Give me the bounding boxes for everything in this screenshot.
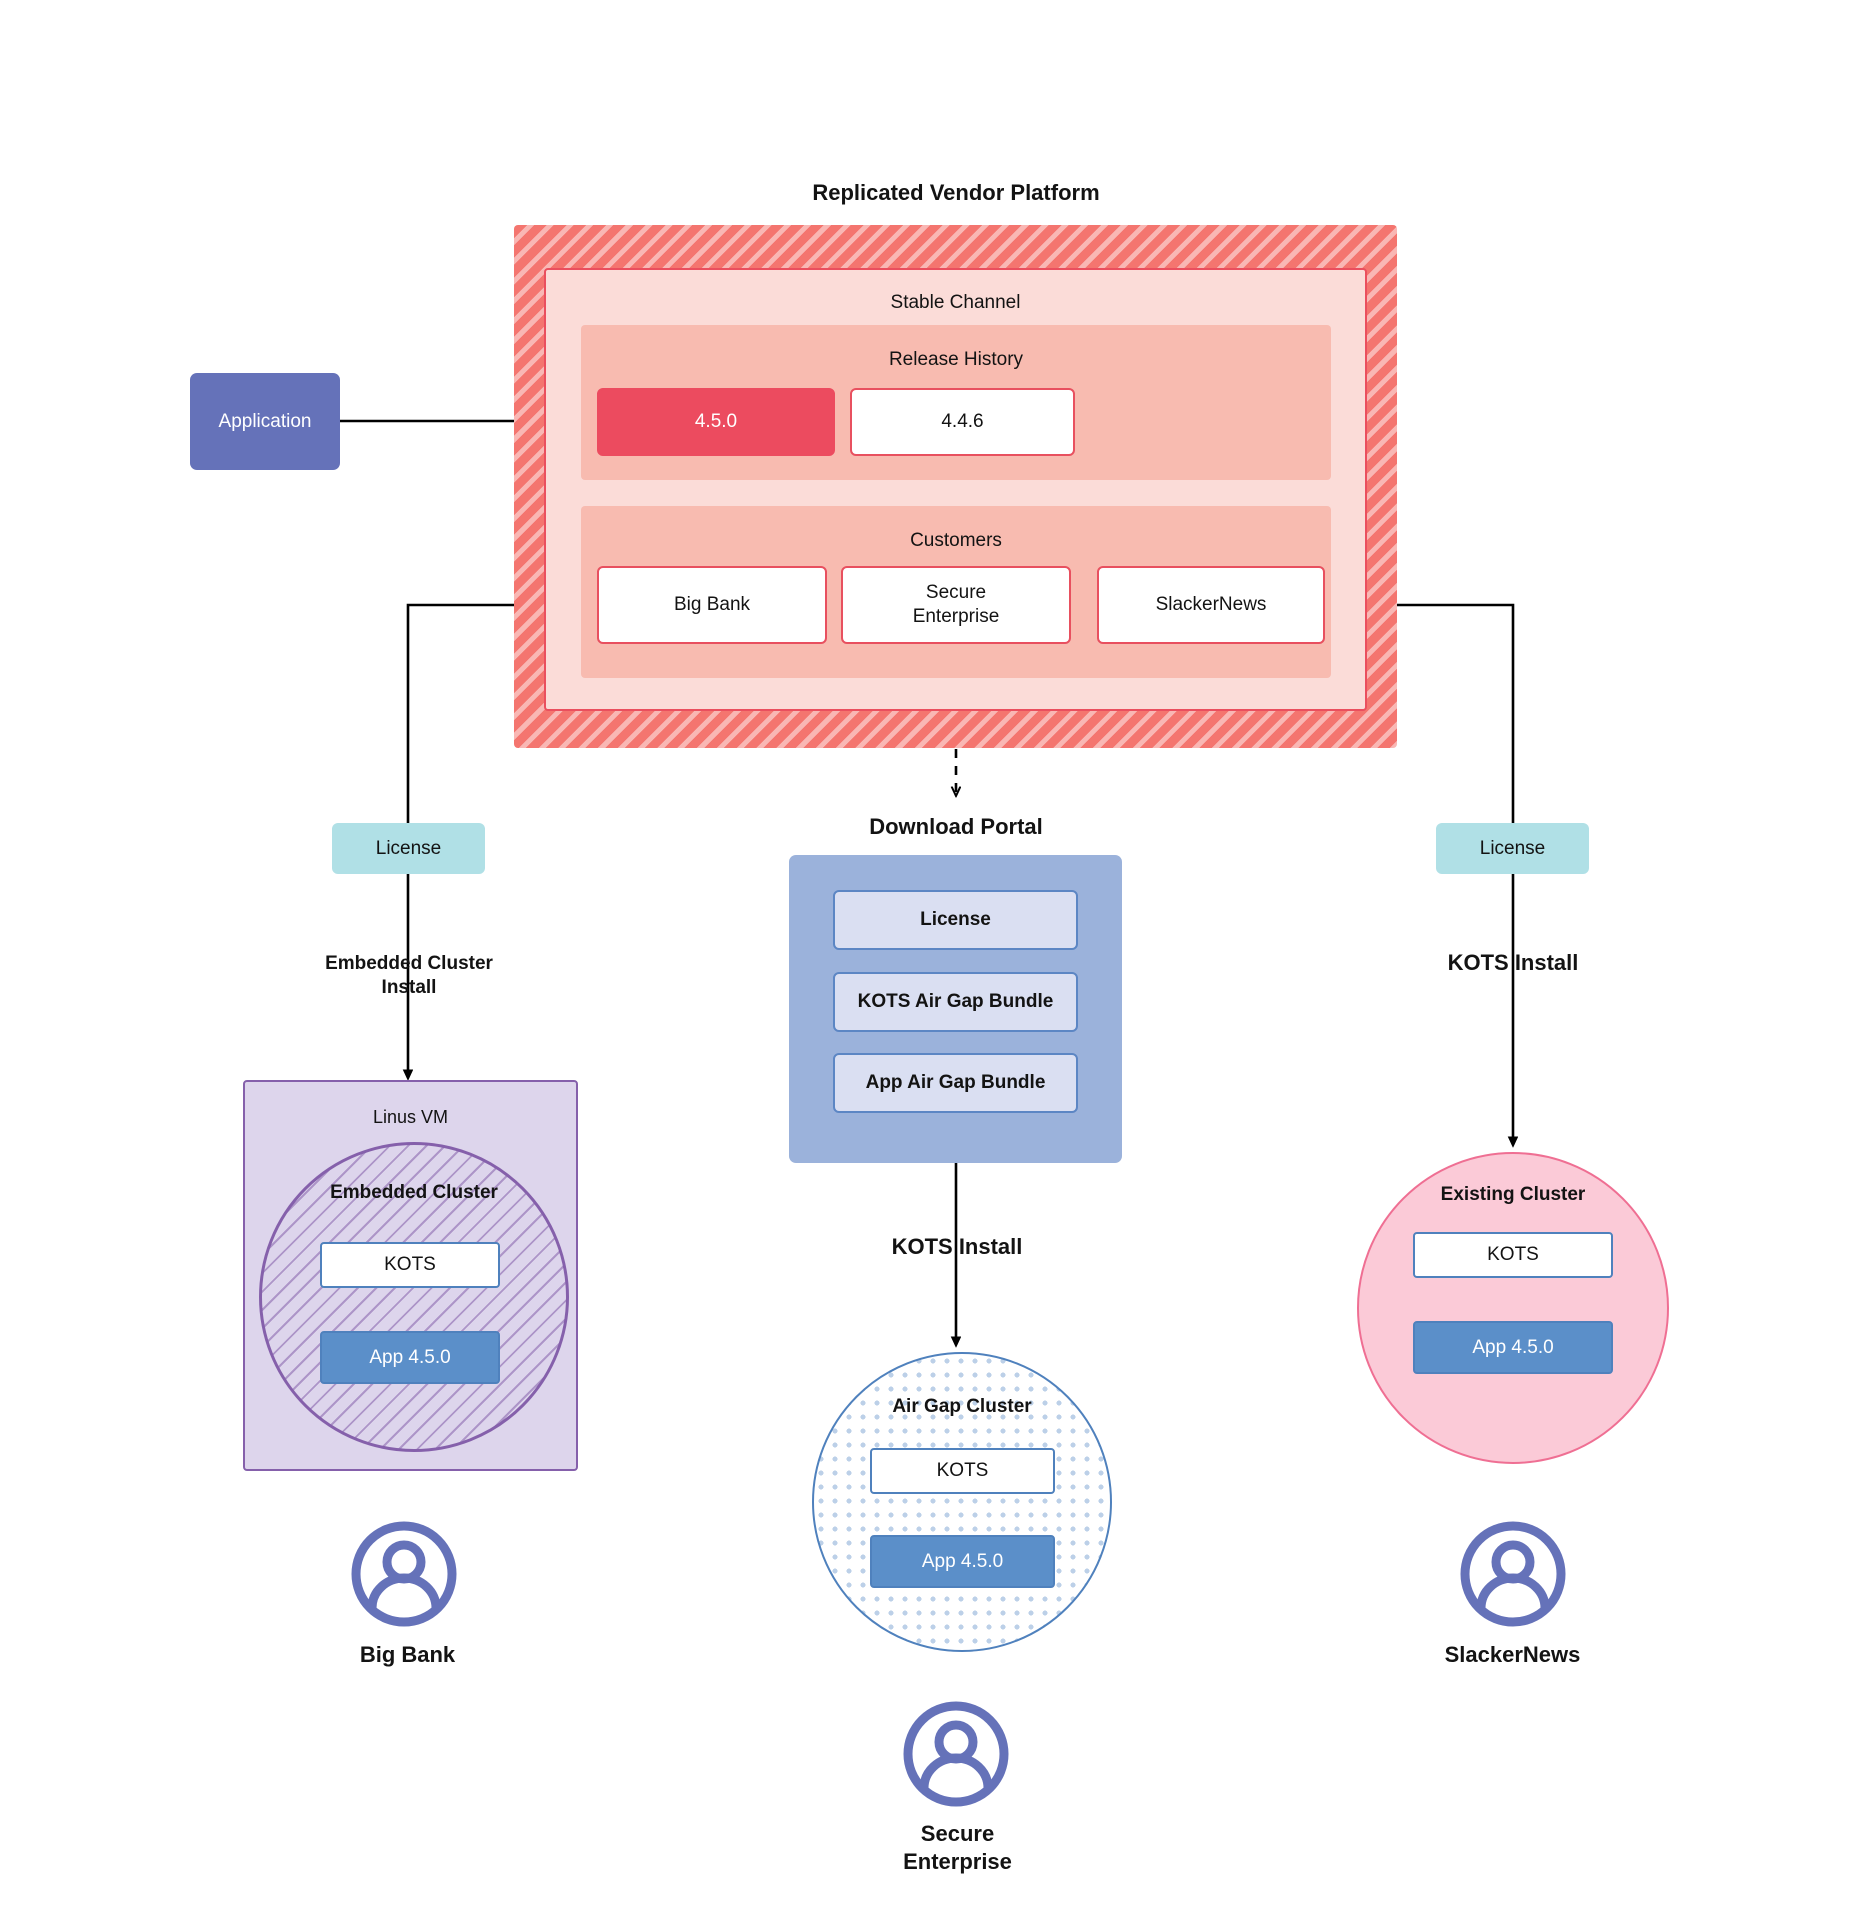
portal-item-app-air-gap-bundle[interactable]: App Air Gap Bundle — [833, 1053, 1078, 1113]
download-portal-title: Download Portal — [869, 814, 1043, 840]
kots-box-right[interactable]: KOTS — [1413, 1232, 1613, 1278]
release-item[interactable]: 4.4.6 — [850, 388, 1075, 456]
license-chip-left[interactable]: License — [332, 823, 485, 874]
embedded-cluster-circle — [259, 1142, 569, 1452]
portal-item-license[interactable]: License — [833, 890, 1078, 950]
stable-channel-label: Stable Channel — [890, 292, 1021, 314]
linux-vm-label: Linus VM — [372, 1106, 449, 1127]
app-box-left[interactable]: App 4.5.0 — [320, 1331, 500, 1384]
customer-card-slackernews[interactable]: SlackerNews — [1097, 566, 1325, 644]
customer-label-big-bank: Big Bank — [359, 1642, 456, 1668]
kots-install-label-right: KOTS Install — [1447, 950, 1579, 976]
user-avatar-icon — [903, 1701, 1009, 1807]
air-gap-cluster-label: Air Gap Cluster — [892, 1396, 1032, 1418]
portal-item-kots-air-gap-bundle[interactable]: KOTS Air Gap Bundle — [833, 972, 1078, 1032]
app-box-center[interactable]: App 4.5.0 — [870, 1535, 1055, 1588]
page-title: Replicated Vendor Platform — [812, 180, 1100, 206]
embedded-cluster-label: Embedded Cluster — [330, 1182, 498, 1204]
customer-card-secure-enterprise[interactable]: Secure Enterprise — [841, 566, 1071, 644]
release-item-active[interactable]: 4.5.0 — [597, 388, 835, 456]
customer-label-slackernews: SlackerNews — [1444, 1642, 1581, 1668]
app-box-right[interactable]: App 4.5.0 — [1413, 1321, 1613, 1374]
application-node[interactable]: Application — [190, 373, 340, 470]
kots-install-label-center: KOTS Install — [891, 1234, 1023, 1260]
user-avatar-icon — [351, 1521, 457, 1627]
customers-label: Customers — [910, 530, 1002, 552]
release-history-label: Release History — [888, 349, 1024, 371]
license-chip-right[interactable]: License — [1436, 823, 1589, 874]
customer-label-secure-enterprise: Secure Enterprise — [903, 1821, 1012, 1874]
existing-cluster-label: Existing Cluster — [1440, 1184, 1586, 1206]
air-gap-cluster-circle — [812, 1352, 1112, 1652]
kots-box-left[interactable]: KOTS — [320, 1242, 500, 1288]
embedded-cluster-install-label: Embedded Cluster Install — [325, 953, 493, 998]
customer-card-big-bank[interactable]: Big Bank — [597, 566, 827, 644]
kots-box-center[interactable]: KOTS — [870, 1448, 1055, 1494]
user-avatar-icon — [1460, 1521, 1566, 1627]
existing-cluster-circle — [1357, 1152, 1669, 1464]
